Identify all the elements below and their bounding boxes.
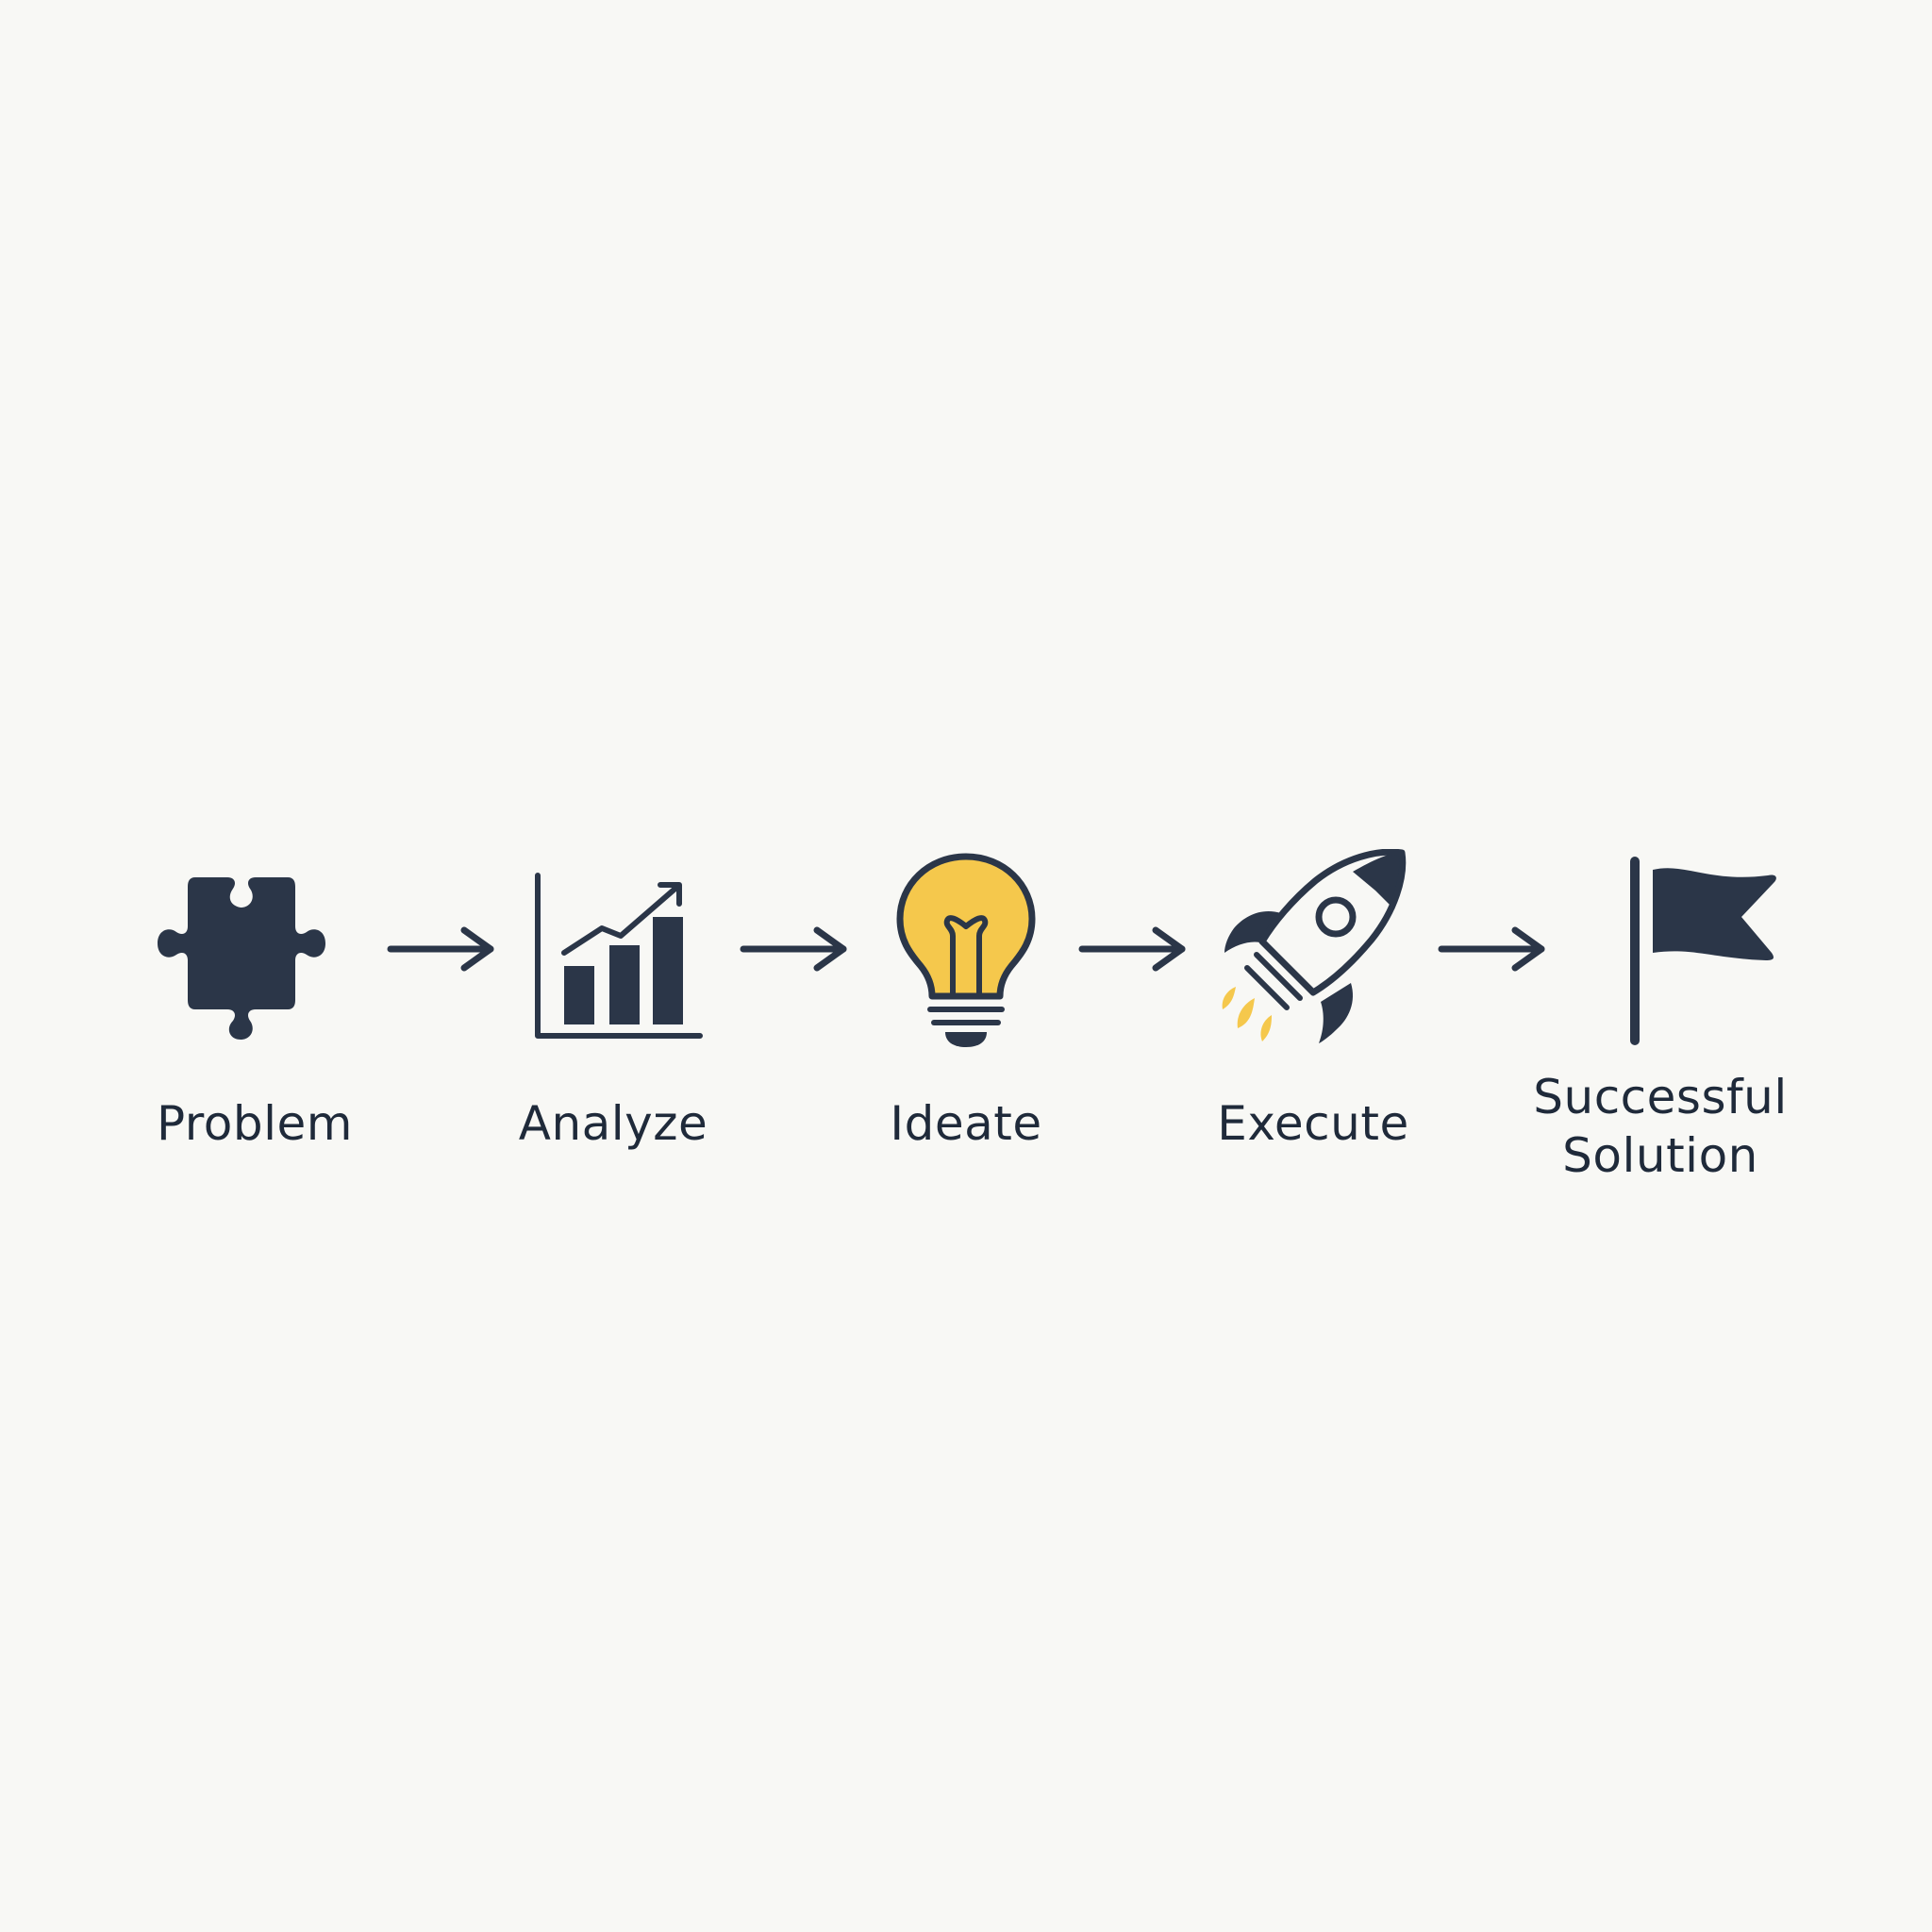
- step-label-execute: Execute: [1217, 1096, 1409, 1151]
- puzzle-piece-icon: [146, 849, 354, 1057]
- step-label-line: Successful: [1533, 1070, 1788, 1124]
- arrow-right-icon: [740, 923, 853, 975]
- lightbulb-icon: [862, 849, 1070, 1057]
- step-label-successful-solution: Successful Solution: [1500, 1068, 1821, 1185]
- arrow-right-icon: [1078, 923, 1191, 975]
- step-label-ideate: Ideate: [890, 1096, 1042, 1151]
- flag-icon: [1604, 849, 1811, 1057]
- rocket-icon: [1209, 849, 1417, 1057]
- arrow-right-icon: [387, 923, 500, 975]
- bar-chart-trend-icon: [509, 849, 717, 1057]
- arrow-right-icon: [1438, 923, 1551, 975]
- step-label-line: Solution: [1562, 1128, 1758, 1183]
- step-label-analyze: Analyze: [518, 1096, 708, 1151]
- step-label-problem: Problem: [157, 1096, 353, 1151]
